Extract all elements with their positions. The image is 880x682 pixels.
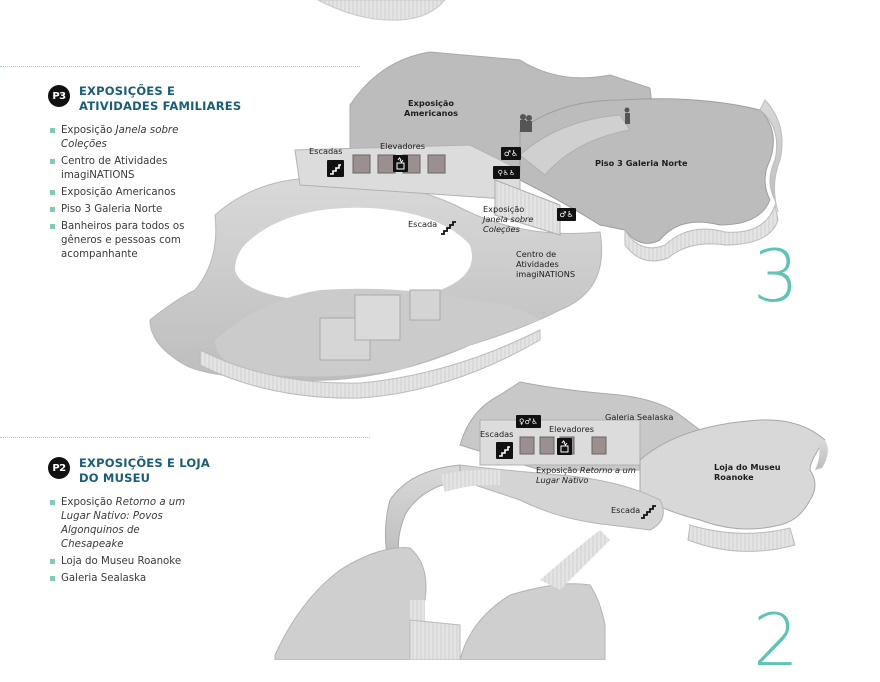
stairs-icon xyxy=(327,160,344,177)
floor-badge-p2: P2 xyxy=(48,457,70,479)
floor2-plan xyxy=(274,381,828,660)
label-galeria-sealaska: Galeria Sealaska xyxy=(605,412,674,422)
stairs-icon xyxy=(440,219,458,235)
floor2-lower-left-blob xyxy=(274,547,427,660)
stairs-icon xyxy=(496,442,513,459)
elevator-icon xyxy=(557,438,572,455)
label-escadas-p3: Escadas xyxy=(309,146,343,156)
title-line-2: ATIVIDADES FAMILIARES xyxy=(79,99,242,113)
label-escadas-p2: Escadas xyxy=(480,429,514,439)
section-divider-p3 xyxy=(0,66,360,67)
legend-floor2: P2 EXPOSIÇÕES E LOJA DO MUSEU Exposição … xyxy=(48,456,288,589)
floor-badge-p3: P3 xyxy=(48,85,70,107)
legend-floor2-header: P2 EXPOSIÇÕES E LOJA DO MUSEU xyxy=(48,456,288,486)
legend-item: Exposição Retorno a um Lugar Nativo: Pov… xyxy=(50,496,200,552)
floor-plans-graphic xyxy=(149,0,828,660)
floor3-plan xyxy=(149,51,783,399)
title-line-1: EXPOSIÇÕES E LOJA xyxy=(79,456,210,470)
legend-item: Exposição Janela sobre Coleções xyxy=(50,124,200,152)
label-centro-imaginations: Centro de Atividades imagiNATIONS xyxy=(516,249,576,279)
legend-item: Exposição Americanos xyxy=(50,186,200,200)
label-exposicao-americanos: Exposição Americanos xyxy=(404,98,458,118)
floor-number-3: 3 xyxy=(753,234,799,318)
legend-item: Galeria Sealaska xyxy=(50,572,200,586)
legend-floor3-header: P3 EXPOSIÇÕES E ATIVIDADES FAMILIARES xyxy=(48,84,288,114)
restroom-accessible-icon: ♂♿ xyxy=(501,147,521,160)
label-elevadores-p2: Elevadores xyxy=(549,424,595,434)
title-line-1: EXPOSIÇÕES E xyxy=(79,84,176,98)
stairs-icon xyxy=(640,503,658,519)
legend-floor3: P3 EXPOSIÇÕES E ATIVIDADES FAMILIARES Ex… xyxy=(48,84,288,265)
legend-floor2-list: Exposição Retorno a um Lugar Nativo: Pov… xyxy=(50,496,200,586)
legend-item: Centro de Atividades imagiNATIONS xyxy=(50,155,200,183)
visitor-silhouettes xyxy=(520,107,630,132)
restroom-accessible-icon: ♂♿ xyxy=(557,208,576,221)
label-exposicao-janela: Exposição Janela sobre Coleções xyxy=(483,204,534,234)
legend-floor2-title: EXPOSIÇÕES E LOJA DO MUSEU xyxy=(79,456,210,486)
label-exposicao-retorno: Exposição Retorno a um Lugar Nativo xyxy=(536,465,636,485)
legend-item: Loja do Museu Roanoke xyxy=(50,555,200,569)
floor4-fragment xyxy=(317,0,446,21)
elevator-icon xyxy=(393,155,408,172)
legend-floor3-list: Exposição Janela sobre Coleções Centro d… xyxy=(50,124,200,262)
floor-number-2: 2 xyxy=(753,598,799,682)
section-divider-p2 xyxy=(0,437,370,438)
floor2-lower-right-blob xyxy=(459,583,606,660)
legend-floor3-title: EXPOSIÇÕES E ATIVIDADES FAMILIARES xyxy=(79,84,241,114)
label-escada-p3: Escada xyxy=(408,219,438,229)
label-loja-roanoke: Loja do Museu Roanoke xyxy=(714,462,781,482)
label-elevadores-p3: Elevadores xyxy=(380,141,426,151)
legend-item: Piso 3 Galeria Norte xyxy=(50,203,200,217)
title-line-2: DO MUSEU xyxy=(79,471,151,485)
legend-item: Banheiros para todos os gêneros e pessoa… xyxy=(50,220,200,262)
label-piso3-galeria-norte: Piso 3 Galeria Norte xyxy=(595,158,688,168)
family-restroom-icon: ⚲♿♿ xyxy=(493,166,520,179)
restroom-all-accessible-icon: ♀♂♿ xyxy=(516,415,541,428)
label-escada-p2: Escada xyxy=(611,505,641,515)
